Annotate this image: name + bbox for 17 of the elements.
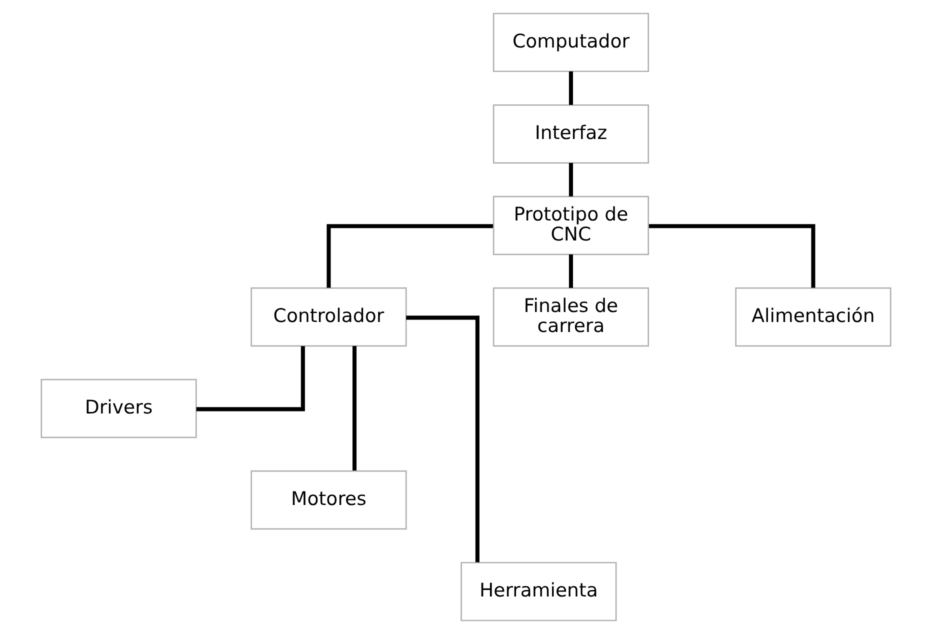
node-box: Computador bbox=[492, 12, 650, 72]
node-box: Interfaz bbox=[492, 104, 650, 164]
connector bbox=[406, 316, 480, 562]
node-box: Drivers bbox=[40, 378, 197, 438]
connector bbox=[352, 346, 357, 471]
node-box: Prototipo de CNC bbox=[492, 196, 650, 256]
connector bbox=[326, 224, 493, 288]
node-box: Motores bbox=[250, 470, 407, 530]
node-box: Alimentación bbox=[735, 287, 892, 347]
connector bbox=[568, 162, 573, 196]
node-box: Finales de carrera bbox=[492, 287, 650, 347]
connector bbox=[568, 71, 573, 105]
connector bbox=[196, 346, 305, 412]
connector bbox=[568, 254, 573, 288]
node-box: Controlador bbox=[250, 287, 407, 347]
node-box: Herramienta bbox=[460, 562, 617, 622]
connector bbox=[648, 224, 816, 288]
